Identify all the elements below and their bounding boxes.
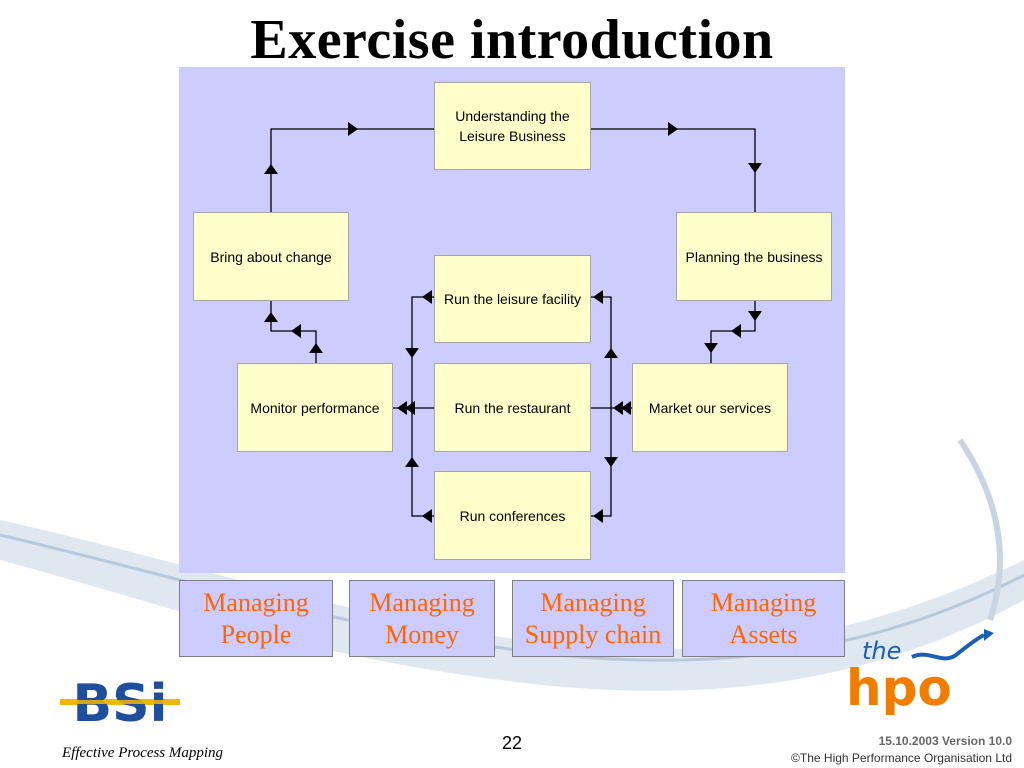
footer-version: 15.10.2003 Version 10.0 bbox=[878, 734, 1012, 748]
node-run-restaurant: Run the restaurant bbox=[434, 363, 591, 452]
process-connectors bbox=[264, 122, 762, 523]
node-monitor-performance: Monitor performance bbox=[237, 363, 393, 452]
node-bring-about-change: Bring about change bbox=[193, 212, 349, 301]
bsi-logo: BSi bbox=[58, 675, 182, 729]
managing-supply-chain-box: Managing Supply chain bbox=[512, 580, 674, 657]
managing-money-box: Managing Money bbox=[349, 580, 495, 657]
svg-text:the: the bbox=[862, 637, 901, 665]
managing-assets-box: Managing Assets bbox=[682, 580, 845, 657]
slide-title: Exercise introduction bbox=[250, 9, 774, 71]
node-market-services: Market our services bbox=[632, 363, 788, 452]
node-run-leisure-facility: Run the leisure facility bbox=[434, 255, 591, 343]
managing-people-box: Managing People bbox=[179, 580, 333, 657]
footer-course-title: Effective Process Mapping bbox=[62, 745, 224, 761]
page-number: 22 bbox=[501, 733, 523, 753]
node-understanding-business: Understanding the Leisure Business bbox=[434, 82, 591, 170]
node-run-conferences: Run conferences bbox=[434, 471, 591, 560]
footer-copyright: ©The High Performance Organisation Ltd bbox=[791, 751, 1012, 765]
footer-info: 15.10.2003 Version 10.0 ©The High Perfor… bbox=[791, 733, 1012, 767]
hpo-logo: the hpo bbox=[846, 629, 994, 715]
svg-text:hpo: hpo bbox=[846, 659, 952, 715]
node-planning-business: Planning the business bbox=[676, 212, 832, 301]
